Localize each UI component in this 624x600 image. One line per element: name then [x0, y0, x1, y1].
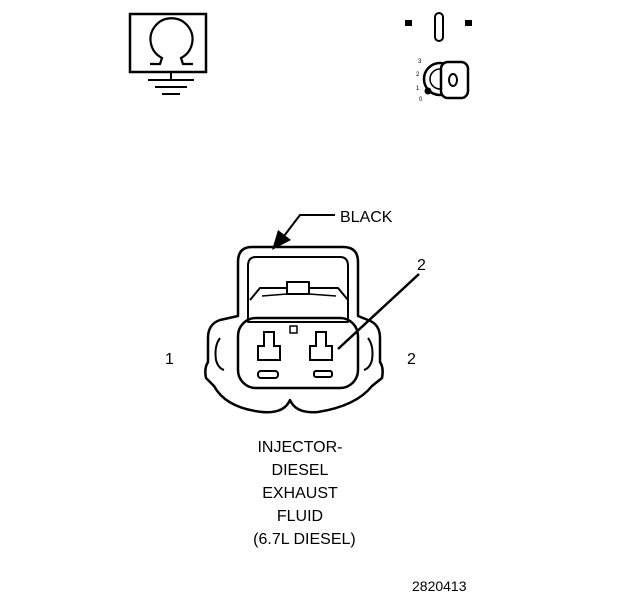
connector-caption: INJECTOR- DIESEL EXHAUST FLUID (6.7L DIE… [180, 436, 420, 551]
pin-number-right: 2 [407, 351, 416, 368]
connector-color-label: BLACK [340, 209, 393, 226]
caption-line: EXHAUST [262, 485, 338, 502]
caption-line: (6.7L DIESEL) [244, 531, 356, 548]
ignition-position-1: 1 [416, 86, 420, 92]
ignition-key-off-icon: 3 2 1 0 [405, 12, 472, 103]
ignition-position-0: 0 [419, 97, 423, 103]
pin-number-left: 1 [165, 351, 174, 368]
terminal-cavity-1 [257, 331, 281, 379]
ignition-position-3: 3 [418, 59, 422, 65]
caption-line: DIESEL [271, 462, 329, 479]
connector-body [204, 245, 384, 414]
caption-line: FLUID [276, 508, 324, 525]
ohmmeter-ground-icon [128, 12, 208, 95]
callout-leader [337, 273, 420, 350]
ignition-position-2: 2 [416, 72, 420, 78]
color-label-leader [272, 214, 335, 250]
caption-line: INJECTOR- [257, 439, 343, 456]
figure-number: 2820413 [412, 578, 467, 594]
callout-number: 2 [417, 257, 426, 274]
terminal-cavity-2 [309, 331, 333, 378]
